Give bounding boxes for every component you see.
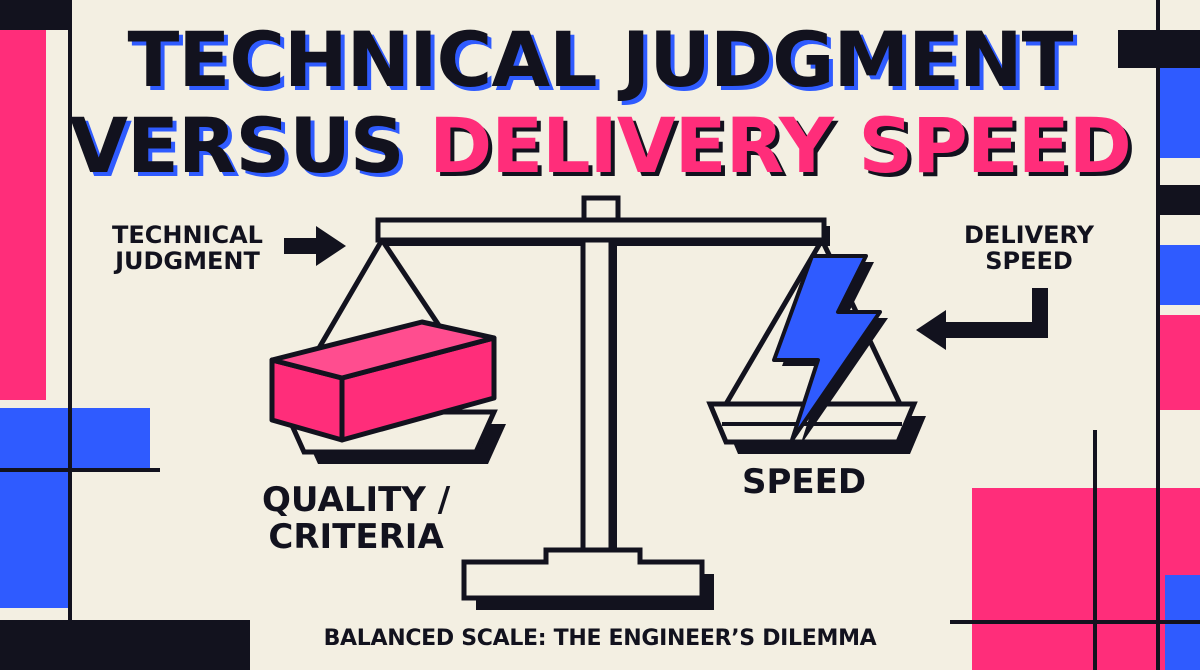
deco-dark-right-mid xyxy=(1160,185,1200,215)
deco-pink-right-bottom xyxy=(972,488,1200,670)
label-delivery-speed: DELIVERY SPEED xyxy=(964,221,1095,276)
arrow-right-icon xyxy=(284,226,346,266)
title-line-1: TECHNICAL JUDGMENT xyxy=(127,15,1074,104)
deco-dark-left-top xyxy=(0,0,72,30)
scale-pillar xyxy=(580,237,614,553)
deco-blue-left-mid xyxy=(0,408,150,468)
deco-dark-left-bottom xyxy=(0,620,250,670)
deco-blue-left-low xyxy=(0,468,70,608)
deco-pink-right-mid xyxy=(1160,315,1200,410)
scale-cap xyxy=(581,195,621,223)
caption: BALANCED SCALE: THE ENGINEER’S DILEMMA xyxy=(323,626,877,651)
arrow-left-elbow-icon xyxy=(916,288,1048,350)
lightning-bolt-shape xyxy=(772,254,882,442)
deco-blue-right-mid xyxy=(1160,245,1200,305)
title-delivery-speed: DELIVERY SPEED xyxy=(429,101,1132,190)
label-technical-judgment: TECHNICAL JUDGMENT xyxy=(112,221,263,276)
scale-base xyxy=(461,547,705,601)
deco-pink-left-top xyxy=(0,0,46,400)
title-versus: VERSUS xyxy=(69,101,404,190)
label-quality-criteria: QUALITY / CRITERIA xyxy=(262,480,451,558)
deco-blue-right-top xyxy=(1158,68,1200,158)
title-line-2: VERSUS DELIVERY SPEED xyxy=(0,108,1200,184)
label-speed: SPEED xyxy=(742,462,867,502)
